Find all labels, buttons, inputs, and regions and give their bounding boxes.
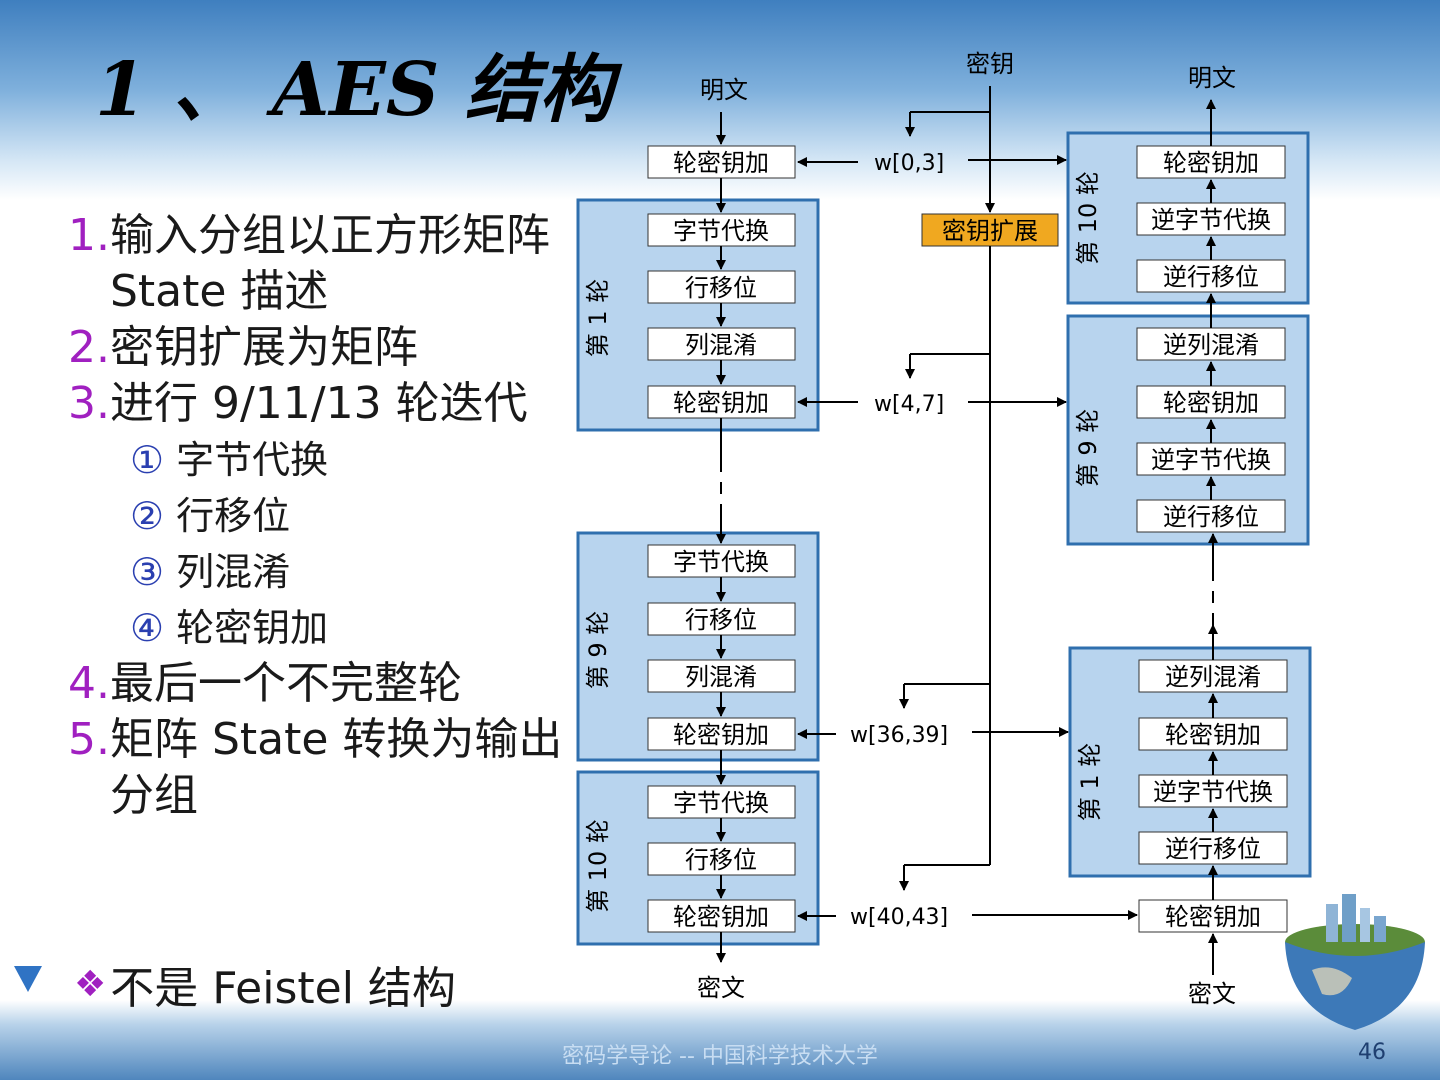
w-label: w[0,3] xyxy=(874,151,944,176)
flow-lines xyxy=(716,86,1218,975)
add-round-key-box xyxy=(1138,899,1288,933)
key-expansion-label: 密钥扩展 xyxy=(942,217,1038,245)
mix-columns-label: 列混淆 xyxy=(685,663,757,691)
add-round-key-label: 轮密钥加 xyxy=(673,149,769,177)
add-round-key-box xyxy=(647,717,796,751)
sub-bytes-box xyxy=(647,544,796,578)
footer-background xyxy=(0,1000,1440,1080)
inv-mix-columns-label: 逆列混淆 xyxy=(1163,331,1259,359)
round-label: 第 9 轮 xyxy=(1074,409,1102,488)
round-label: 第 10 轮 xyxy=(1074,171,1102,265)
inv-shift-rows-box xyxy=(1138,831,1288,865)
add-round-key-label: 轮密钥加 xyxy=(673,389,769,417)
shift-rows-box xyxy=(647,270,796,304)
round-label: 第 1 轮 xyxy=(1076,743,1104,822)
plaintext-label: 明文 xyxy=(1188,64,1236,92)
sub-item: ② 行移位 xyxy=(130,494,291,538)
w-label: w[40,43] xyxy=(850,905,948,930)
mix-columns-box xyxy=(647,327,796,361)
round-label: 第 1 轮 xyxy=(584,279,612,358)
round-label: 第 9 轮 xyxy=(584,611,612,690)
add-round-key-label: 轮密钥加 xyxy=(1163,389,1259,417)
sub-item: ③ 列混淆 xyxy=(130,550,291,594)
globe-city-icon xyxy=(1285,894,1425,1030)
add-round-key-box xyxy=(647,385,796,419)
sub-bytes-label: 字节代换 xyxy=(673,217,769,245)
plaintext-label: 明文 xyxy=(700,76,748,104)
round-label: 第 10 轮 xyxy=(584,819,612,913)
inv-shift-rows-label: 逆行移位 xyxy=(1165,835,1261,863)
bullet-item: 4.最后一个不完整轮 xyxy=(68,658,462,709)
shift-rows-box xyxy=(647,602,796,636)
bullet-item: 3.进行 9/11/13 轮迭代 xyxy=(68,378,528,429)
add-round-key-box xyxy=(1136,385,1286,419)
slide-title: 1 、 AES 结构 xyxy=(95,47,614,133)
footer-text: 密码学导论 -- 中国科学技术大学 xyxy=(562,1044,878,1069)
inv-sub-bytes-label: 逆字节代换 xyxy=(1151,446,1271,474)
bullet-item: 1.输入分组以正方形矩阵 State 描述 xyxy=(68,210,550,317)
add-round-key-label: 轮密钥加 xyxy=(1165,903,1261,931)
add-round-key-label: 轮密钥加 xyxy=(673,903,769,931)
bullet-list: 1.输入分组以正方形矩阵 State 描述 2.密钥扩展为矩阵 3.进行 9/1… xyxy=(68,208,578,824)
inv-sub-bytes-box xyxy=(1136,202,1286,236)
shift-rows-label: 行移位 xyxy=(685,274,757,302)
shift-rows-label: 行移位 xyxy=(685,606,757,634)
mix-columns-label: 列混淆 xyxy=(685,331,757,359)
bullet-item: 2.密钥扩展为矩阵 xyxy=(68,322,418,373)
inv-sub-bytes-label: 逆字节代换 xyxy=(1151,206,1271,234)
key-expansion-box xyxy=(921,213,1059,247)
add-round-key-label: 轮密钥加 xyxy=(1163,149,1259,177)
bullet-item: 5.矩阵 State 转换为输出分组 xyxy=(68,714,563,821)
add-round-key-label: 轮密钥加 xyxy=(1165,721,1261,749)
key-label: 密钥 xyxy=(966,50,1014,78)
inv-sub-bytes-label: 逆字节代换 xyxy=(1153,778,1273,806)
sub-item: ① 字节代换 xyxy=(130,438,329,482)
add-round-key-box xyxy=(647,145,796,179)
add-round-key-label: 轮密钥加 xyxy=(673,721,769,749)
ciphertext-label: 密文 xyxy=(697,974,745,1002)
add-round-key-box xyxy=(1138,717,1288,751)
diamond-bullet-icon: ❖ xyxy=(74,963,107,1005)
sub-bytes-label: 字节代换 xyxy=(673,548,769,576)
inv-sub-bytes-box xyxy=(1136,442,1286,476)
page-number: 46 xyxy=(1358,1040,1386,1065)
shift-rows-label: 行移位 xyxy=(685,846,757,874)
inv-shift-rows-label: 逆行移位 xyxy=(1163,263,1259,291)
bullet-feistel: ❖不是 Feistel 结构 xyxy=(74,963,456,1014)
add-round-key-box xyxy=(647,899,796,933)
sub-bytes-box xyxy=(647,213,796,247)
sub-item: ④ 轮密钥加 xyxy=(130,606,329,650)
inv-shift-rows-label: 逆行移位 xyxy=(1163,503,1259,531)
w-label: w[4,7] xyxy=(874,392,944,417)
nav-triangle-icon[interactable] xyxy=(14,966,42,992)
ciphertext-label: 密文 xyxy=(1188,980,1236,1008)
inv-mix-columns-label: 逆列混淆 xyxy=(1165,663,1261,691)
sub-bytes-label: 字节代换 xyxy=(673,789,769,817)
w-label: w[36,39] xyxy=(850,723,948,748)
